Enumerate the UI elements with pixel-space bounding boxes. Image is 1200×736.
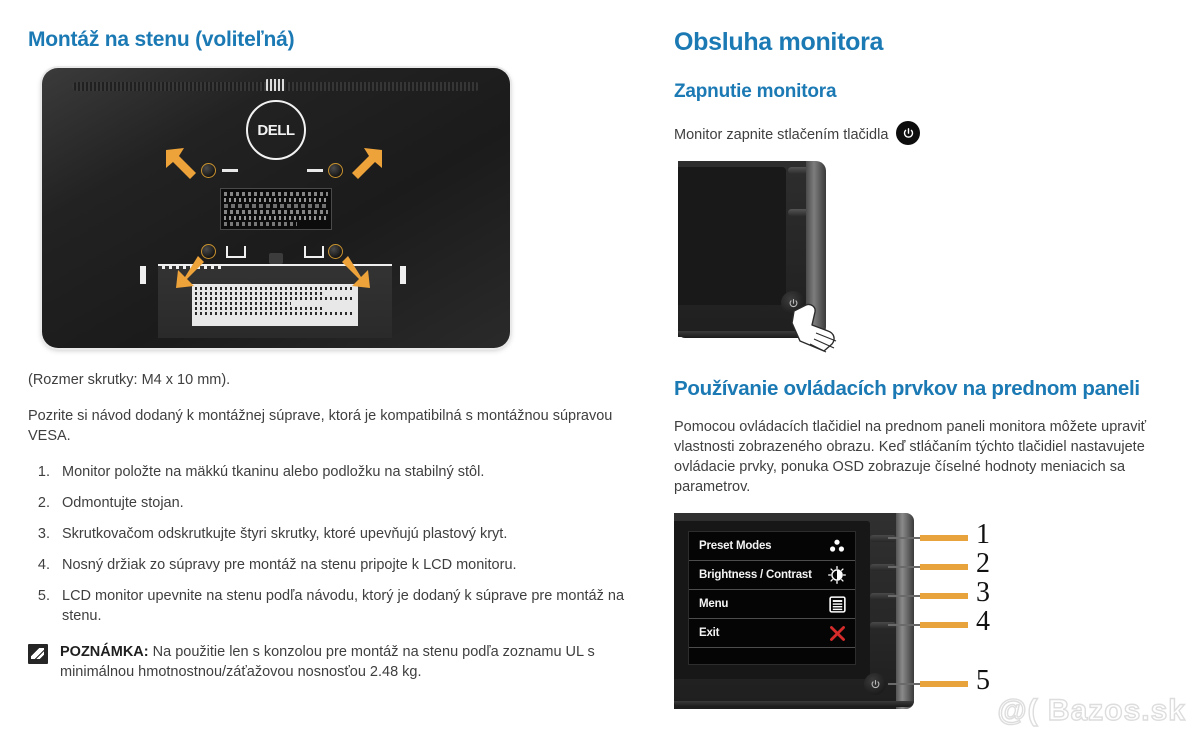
monitor-rear-figure: DELL — [42, 68, 510, 348]
front-panel-power-button[interactable] — [864, 673, 886, 695]
vesa-intro-text: Pozrite si návod dodaný k montážnej súpr… — [28, 408, 613, 444]
heading-power-on: Zapnutie monitora — [674, 81, 837, 102]
monitor-front-body — [678, 161, 814, 337]
brightness-contrast-icon — [827, 565, 847, 585]
side-tab-right — [400, 266, 406, 284]
list-item: Nosný držiak zo súpravy pre montáž na st… — [54, 555, 628, 575]
note-label: POZNÁMKA: — [60, 644, 149, 660]
callout-number-3: 3 — [976, 577, 990, 608]
left-column: Montáž na stenu (voliteľná) DELL — [28, 28, 628, 682]
vent-center-icon — [266, 79, 286, 91]
osd-row-preset-modes[interactable]: Preset Modes — [689, 532, 855, 561]
wall-mount-steps: Monitor položte na mäkkú tkaninu alebo p… — [28, 462, 628, 626]
list-item: LCD monitor upevnite na stenu podľa návo… — [54, 586, 628, 626]
pointing-hand-icon — [791, 303, 837, 353]
front-bezel-button-4[interactable] — [870, 622, 896, 629]
arrow-down-left-icon — [176, 256, 204, 288]
osd-monitor-foot — [674, 701, 914, 707]
regulatory-label — [220, 188, 332, 230]
list-item: Odmontujte stojan. — [54, 493, 628, 513]
callout-stub-1 — [888, 537, 920, 539]
monitor-front-foot — [678, 331, 826, 338]
osd-monitor-body: Preset Modes Brightness / Contrast — [674, 513, 906, 709]
monitor-front-power-figure — [678, 161, 848, 353]
exit-icon — [827, 623, 847, 643]
power-icon — [896, 121, 921, 145]
callout-line-5 — [920, 681, 968, 687]
list-item: Skrutkovačom odskrutkujte štyri skrutky,… — [54, 524, 628, 544]
bezel-button-1 — [788, 167, 810, 174]
callout-stub-4 — [888, 624, 920, 626]
clip-right-icon — [304, 246, 324, 258]
note-body: Na použitie len s konzolou pre montáž na… — [60, 644, 595, 680]
note-text: POZNÁMKA: Na použitie len s konzolou pre… — [60, 642, 628, 682]
callout-line-2 — [920, 564, 968, 570]
power-on-instruction: Monitor zapnite stlačením tlačidla — [674, 121, 1174, 147]
callout-line-4 — [920, 622, 968, 628]
dell-logo: DELL — [246, 100, 306, 160]
arrow-up-right-icon — [352, 148, 382, 179]
osd-screen: Preset Modes Brightness / Contrast — [674, 521, 870, 679]
osd-label-menu: Menu — [699, 598, 729, 610]
preset-modes-icon — [827, 536, 847, 556]
bracket-dash-right — [307, 169, 323, 172]
clip-left-icon — [226, 246, 246, 258]
page-title-wall-mount: Montáž na stenu (voliteľná) — [28, 28, 295, 51]
front-panel-controls-text: Pomocou ovládacích tlačidiel na prednom … — [674, 419, 1147, 495]
callout-line-1 — [920, 535, 968, 541]
heading-front-panel-controls: Používanie ovládacích prvkov na prednom … — [674, 377, 1140, 400]
front-bezel-button-2[interactable] — [870, 564, 896, 571]
osd-label-exit: Exit — [699, 627, 720, 639]
side-tab-left — [140, 266, 146, 284]
callout-number-4: 4 — [976, 606, 990, 637]
right-column: Obsluha monitora Zapnutie monitora Monit… — [674, 28, 1174, 713]
stand-notch — [269, 253, 283, 264]
vesa-screw-bottom-right — [328, 244, 343, 259]
note-pencil-icon — [28, 644, 48, 664]
callout-stub-5 — [888, 683, 920, 685]
callout-line-3 — [920, 593, 968, 599]
osd-row-exit[interactable]: Exit — [689, 619, 855, 648]
osd-row-brightness-contrast[interactable]: Brightness / Contrast — [689, 561, 855, 590]
osd-label-brightness-contrast: Brightness / Contrast — [699, 569, 812, 581]
monitor-side-edge — [806, 161, 826, 337]
arrow-up-left-icon — [166, 148, 196, 179]
osd-label-preset-modes: Preset Modes — [699, 540, 772, 552]
watermark: @( Bazos.sk — [997, 693, 1186, 727]
monitor-screen — [678, 167, 786, 305]
vesa-screw-top-left — [201, 163, 216, 178]
callout-number-1: 1 — [976, 519, 990, 550]
bezel-button-2 — [788, 209, 810, 216]
callout-stub-2 — [888, 566, 920, 568]
vesa-screw-bottom-left — [201, 244, 216, 259]
monitor-rear-body: DELL — [42, 68, 510, 348]
front-bezel-button-3[interactable] — [870, 593, 896, 600]
front-panel-controls-figure: Preset Modes Brightness / Contrast — [674, 513, 1174, 713]
note-block: POZNÁMKA: Na použitie len s konzolou pre… — [28, 642, 628, 682]
front-bezel-button-1[interactable] — [870, 535, 896, 542]
serial-label — [192, 284, 358, 326]
callout-stub-3 — [888, 595, 920, 597]
page-title-operating-monitor: Obsluha monitora — [674, 28, 884, 56]
osd-monitor-side-edge — [896, 513, 914, 709]
osd-menu: Preset Modes Brightness / Contrast — [688, 531, 856, 665]
power-on-text: Monitor zapnite stlačením tlačidla — [674, 126, 889, 143]
callout-number-2: 2 — [976, 548, 990, 579]
bracket-dash-left — [222, 169, 238, 172]
arrow-down-right-icon — [342, 256, 370, 288]
menu-icon — [827, 594, 847, 614]
callout-number-5: 5 — [976, 665, 990, 696]
osd-blank-row — [689, 648, 855, 666]
vesa-screw-top-right — [328, 163, 343, 178]
screw-size-note: (Rozmer skrutky: M4 x 10 mm). — [28, 372, 231, 388]
osd-row-menu[interactable]: Menu — [689, 590, 855, 619]
list-item: Monitor položte na mäkkú tkaninu alebo p… — [54, 462, 628, 482]
plastic-cover — [158, 264, 392, 338]
